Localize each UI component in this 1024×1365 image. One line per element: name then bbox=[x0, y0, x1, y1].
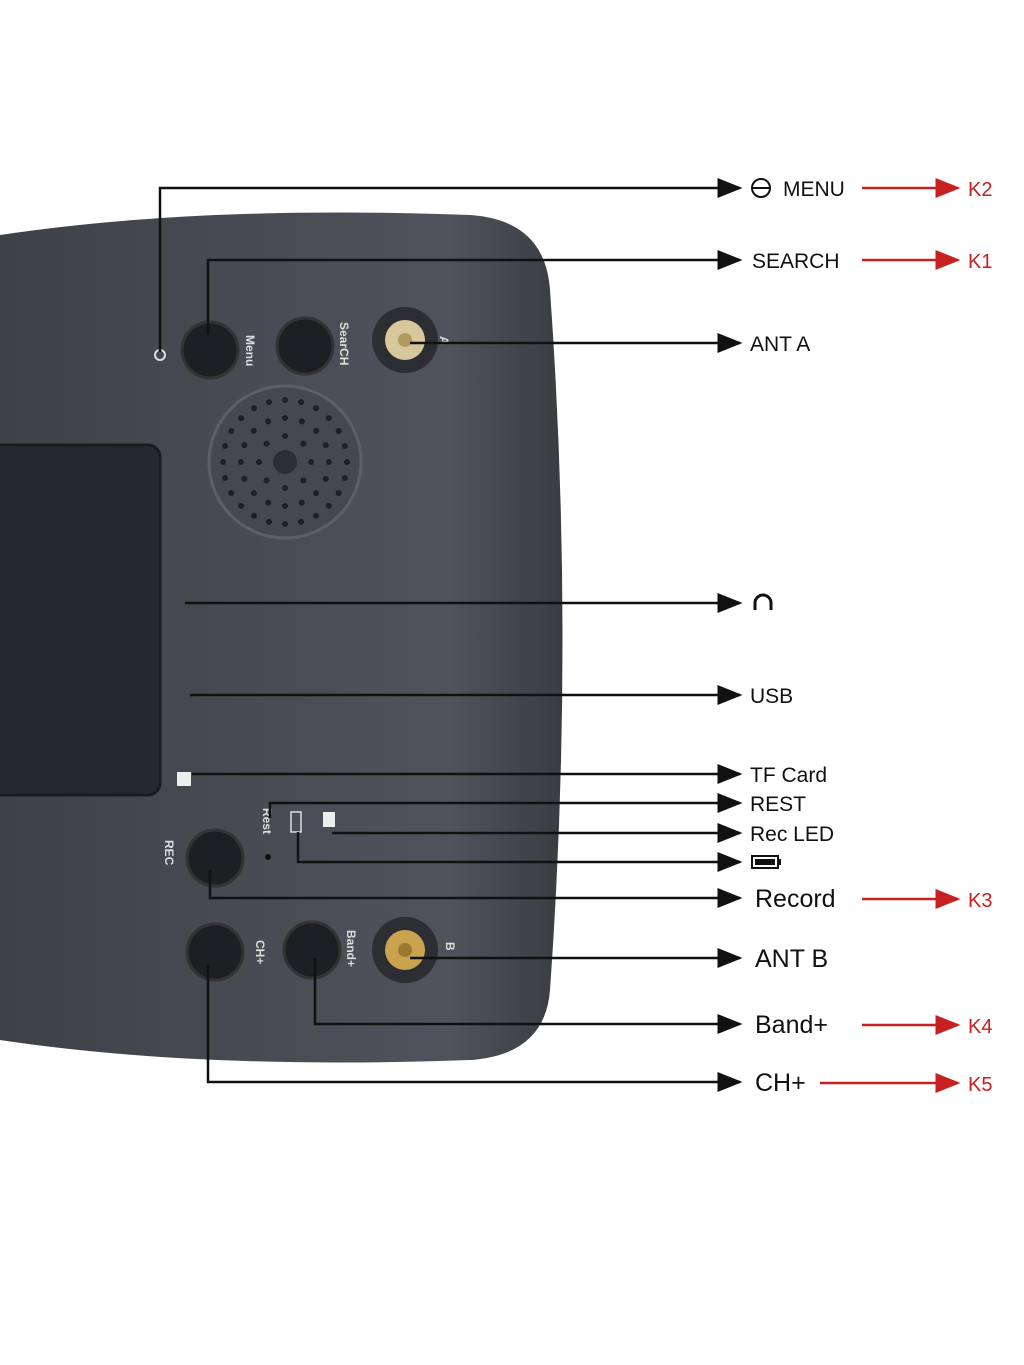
speaker-hole bbox=[298, 499, 305, 506]
callout-ch-plus: CH+ bbox=[755, 1069, 806, 1097]
device-body bbox=[0, 212, 563, 1063]
speaker-hole bbox=[265, 518, 272, 525]
speaker-hole bbox=[241, 475, 248, 482]
speaker-hole bbox=[298, 518, 305, 525]
menu-button[interactable] bbox=[180, 320, 240, 380]
speaker-hole bbox=[251, 405, 257, 412]
speaker-hole bbox=[263, 440, 270, 447]
speaker-hole bbox=[313, 490, 320, 497]
rest-hole bbox=[265, 854, 271, 860]
speaker-hole bbox=[228, 428, 235, 434]
speaker-hole bbox=[322, 475, 329, 482]
speaker-hole bbox=[250, 427, 257, 434]
menu-device-label: Menu bbox=[243, 335, 257, 366]
callout-usb: USB bbox=[750, 685, 793, 708]
speaker-hole bbox=[344, 459, 350, 465]
speaker-hole bbox=[282, 415, 288, 421]
key-k4: K4 bbox=[968, 1016, 992, 1038]
speaker-hole bbox=[326, 459, 332, 465]
headphone-icon bbox=[753, 593, 773, 610]
speaker-hole bbox=[313, 427, 320, 434]
ant-a-connector bbox=[372, 307, 438, 373]
ant-a-device-label: A bbox=[437, 336, 451, 345]
speaker-hole bbox=[265, 418, 272, 425]
speaker-hole bbox=[282, 503, 288, 509]
speaker-hole bbox=[282, 485, 288, 491]
speaker-hole bbox=[300, 440, 307, 447]
speaker-hole bbox=[282, 397, 288, 403]
rest-device-label: Rest bbox=[260, 808, 274, 834]
speaker-hole bbox=[335, 428, 342, 434]
speaker-hole bbox=[325, 415, 332, 422]
key-k5: K5 bbox=[968, 1074, 992, 1096]
ant-b-connector bbox=[372, 917, 438, 983]
speaker-hole bbox=[308, 459, 314, 465]
key-k2: K2 bbox=[968, 179, 992, 201]
speaker-hole bbox=[325, 502, 332, 509]
ant-b-device-label: B bbox=[443, 942, 457, 951]
search-device-label: SearCH bbox=[337, 322, 351, 365]
key-k1: K1 bbox=[968, 251, 992, 273]
power-symbol-icon bbox=[751, 178, 771, 198]
rec-button[interactable] bbox=[185, 828, 245, 888]
speaker-grille bbox=[207, 384, 363, 540]
speaker-hole bbox=[228, 490, 235, 496]
rec-device-label: REC bbox=[162, 840, 176, 866]
speaker-hole bbox=[341, 442, 348, 449]
search-button[interactable] bbox=[275, 316, 335, 376]
speaker-hole bbox=[313, 405, 319, 412]
speaker-hole bbox=[298, 418, 305, 425]
speaker-hole bbox=[256, 459, 262, 465]
speaker-hole bbox=[341, 475, 348, 482]
ch-device-label: CH+ bbox=[253, 940, 267, 964]
speaker-hole bbox=[313, 512, 319, 519]
speaker-hole bbox=[335, 490, 342, 496]
screen bbox=[0, 443, 162, 797]
battery-led-icon bbox=[290, 811, 302, 833]
speaker-hole bbox=[265, 399, 272, 406]
tf-card-icon bbox=[177, 772, 191, 786]
callout-record: Record bbox=[755, 885, 836, 913]
speaker-hole bbox=[282, 521, 288, 527]
speaker-hole bbox=[250, 490, 257, 497]
speaker-hole bbox=[220, 459, 226, 465]
speaker-hole bbox=[238, 459, 244, 465]
speaker-hole bbox=[222, 442, 229, 449]
callout-ant-a: ANT A bbox=[750, 333, 810, 356]
speaker-hole bbox=[265, 499, 272, 506]
speaker-hole bbox=[238, 415, 245, 422]
band-device-label: Band+ bbox=[344, 930, 358, 967]
callout-band-plus: Band+ bbox=[755, 1011, 828, 1039]
ch-plus-button[interactable] bbox=[185, 922, 245, 982]
speaker-hole bbox=[251, 512, 257, 519]
callout-menu: MENU bbox=[783, 178, 845, 201]
callout-search: SEARCH bbox=[752, 250, 840, 273]
speaker-hole bbox=[300, 477, 307, 484]
band-plus-button[interactable] bbox=[282, 920, 342, 980]
speaker-hole bbox=[238, 502, 245, 509]
callout-tf-card: TF Card bbox=[750, 764, 827, 787]
speaker-hole bbox=[241, 442, 248, 449]
speaker-hole bbox=[222, 475, 229, 482]
speaker-hole bbox=[322, 442, 329, 449]
key-k3: K3 bbox=[968, 890, 992, 912]
callout-rest: REST bbox=[750, 793, 806, 816]
battery-icon bbox=[751, 855, 781, 869]
speaker-hole bbox=[263, 477, 270, 484]
speaker-hole bbox=[298, 399, 305, 406]
callout-rec-led: Rec LED bbox=[750, 823, 834, 846]
callout-ant-b: ANT B bbox=[755, 945, 828, 973]
speaker-hole bbox=[282, 433, 288, 439]
rec-led-icon bbox=[323, 812, 335, 827]
